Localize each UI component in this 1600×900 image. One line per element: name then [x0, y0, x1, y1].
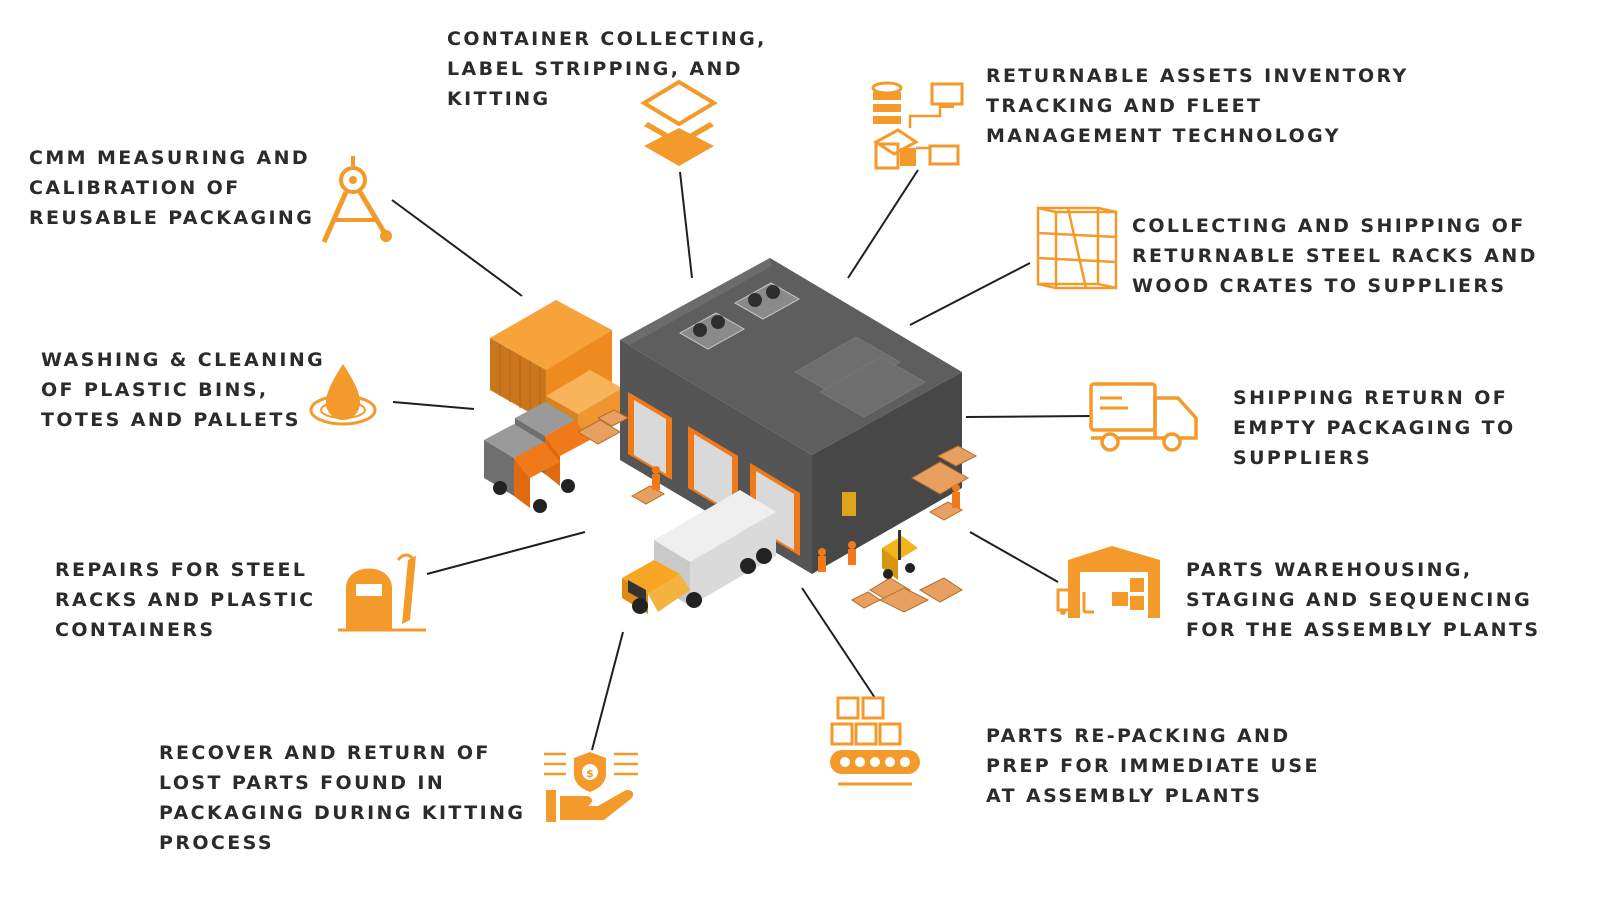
warehouse-scene — [484, 258, 978, 614]
compass-caliper-icon — [321, 156, 392, 244]
label-recover-return: RECOVER AND RETURN OF LOST PARTS FOUND I… — [159, 738, 525, 858]
shipping-containers — [490, 300, 622, 438]
connector-line — [965, 415, 1091, 418]
connector-line — [801, 587, 876, 699]
label-line: PREP FOR IMMEDIATE USE — [986, 755, 1320, 777]
stacked-layers-icon — [640, 79, 718, 166]
label-line: PROCESS — [159, 832, 274, 854]
roof-vents — [678, 282, 801, 350]
water-drop-icon — [309, 364, 377, 426]
hand-dollar-shield-icon: $ — [544, 752, 638, 822]
warehouse-side-wall — [812, 372, 962, 574]
label-line: EMPTY PACKAGING TO — [1233, 417, 1516, 439]
delivery-truck-icon — [1089, 382, 1198, 452]
side-door — [842, 492, 856, 516]
label-line: SHIPPING RETURN OF — [1233, 387, 1509, 409]
label-repairs: REPAIRS FOR STEEL RACKS AND PLASTIC CONT… — [55, 555, 316, 645]
label-container-collecting: CONTAINER COLLECTING, LABEL STRIPPING, A… — [447, 24, 767, 114]
label-line: PACKAGING DURING KITTING — [159, 802, 526, 824]
label-parts-warehousing: PARTS WAREHOUSING, STAGING AND SEQUENCIN… — [1186, 555, 1540, 645]
label-line: REPAIRS FOR STEEL — [55, 559, 308, 581]
label-line: CONTAINER COLLECTING, — [447, 28, 767, 50]
connector-line — [591, 631, 624, 751]
label-line: RECOVER AND RETURN OF — [159, 742, 491, 764]
label-line: PARTS RE-PACKING AND — [986, 725, 1291, 747]
label-line: COLLECTING AND SHIPPING OF — [1132, 215, 1526, 237]
label-cmm-measuring: CMM MEASURING AND CALIBRATION OF REUSABL… — [29, 143, 314, 233]
connector-line — [909, 262, 1031, 326]
rack-grid-icon — [1036, 206, 1118, 290]
svg-text:$: $ — [586, 767, 594, 780]
label-line: RETURNABLE ASSETS INVENTORY — [986, 65, 1409, 87]
label-line: LABEL STRIPPING, AND — [447, 58, 743, 80]
label-line: OF PLASTIC BINS, — [41, 379, 269, 401]
label-line: TOTES AND PALLETS — [41, 409, 301, 431]
label-line: CONTAINERS — [55, 619, 216, 641]
label-line: FOR THE ASSEMBLY PLANTS — [1186, 619, 1541, 641]
welding-mask-icon — [338, 553, 426, 632]
semi-truck — [622, 490, 776, 614]
connector-lines — [391, 169, 1091, 751]
connector-line — [969, 531, 1059, 583]
connector-line — [392, 401, 475, 410]
label-line: PARTS WAREHOUSING, — [1186, 559, 1473, 581]
label-line: WASHING & CLEANING — [41, 349, 326, 371]
connector-line — [679, 171, 693, 279]
label-line: RACKS AND PLASTIC — [55, 589, 316, 611]
label-line: RETURNABLE STEEL RACKS AND — [1132, 245, 1538, 267]
conveyor-boxes-icon — [830, 696, 920, 786]
label-line: AT ASSEMBLY PLANTS — [986, 785, 1263, 807]
label-shipping-return: SHIPPING RETURN OF EMPTY PACKAGING TO SU… — [1233, 383, 1516, 473]
label-line: WOOD CRATES TO SUPPLIERS — [1132, 275, 1507, 297]
label-line: CALIBRATION OF — [29, 177, 241, 199]
label-washing-cleaning: WASHING & CLEANING OF PLASTIC BINS, TOTE… — [41, 345, 325, 435]
label-line: TRACKING AND FLEET — [986, 95, 1263, 117]
network-database-icon — [871, 81, 964, 170]
label-collecting-shipping: COLLECTING AND SHIPPING OF RETURNABLE ST… — [1132, 211, 1538, 301]
label-line: REUSABLE PACKAGING — [29, 207, 315, 229]
connector-line — [426, 531, 586, 575]
label-parts-repacking: PARTS RE-PACKING AND PREP FOR IMMEDIATE … — [986, 721, 1320, 811]
connector-line — [391, 199, 523, 297]
warehouse-forklift-icon — [1056, 546, 1160, 618]
parked-trucks — [484, 402, 590, 513]
label-line: LOST PARTS FOUND IN — [159, 772, 446, 794]
label-line: CMM MEASURING AND — [29, 147, 311, 169]
label-line: SUPPLIERS — [1233, 447, 1373, 469]
label-line: STAGING AND SEQUENCING — [1186, 589, 1533, 611]
forklift — [882, 530, 918, 580]
label-returnable-assets: RETURNABLE ASSETS INVENTORY TRACKING AND… — [986, 61, 1409, 151]
label-line: KITTING — [447, 88, 551, 110]
workers — [652, 466, 960, 572]
connector-line — [847, 169, 919, 279]
label-line: MANAGEMENT TECHNOLOGY — [986, 125, 1341, 147]
